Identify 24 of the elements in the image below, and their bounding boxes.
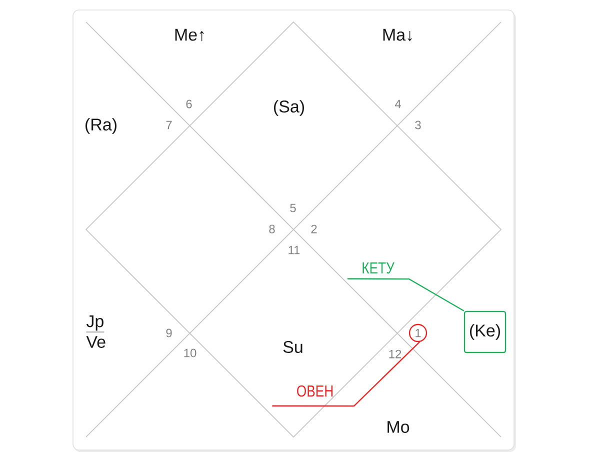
planet-label: (Sa) xyxy=(274,100,304,116)
house-number: 8 xyxy=(269,224,275,234)
house-number: 11 xyxy=(288,246,300,254)
planet-label: (Ra) xyxy=(86,118,116,134)
leader-line xyxy=(347,278,464,312)
house-number: 3 xyxy=(415,120,421,130)
house-number: 2 xyxy=(311,224,317,234)
house-number: 5 xyxy=(290,204,296,212)
house-number: 6 xyxy=(186,100,192,108)
planet-label: Su xyxy=(283,340,302,354)
house-number: 12 xyxy=(389,350,402,358)
label-box: (Ke) xyxy=(464,310,506,354)
planet-label: Ve xyxy=(86,336,106,348)
house-number: 7 xyxy=(166,120,172,130)
callout-label: ОВЕН xyxy=(297,385,333,397)
house-number: 9 xyxy=(166,328,172,338)
house-number: 4 xyxy=(394,100,401,108)
planet-label: Mo xyxy=(388,421,410,433)
callout-label: КЕТУ xyxy=(362,262,394,274)
house-number: 10 xyxy=(184,348,196,358)
planet-label: Ma↓ xyxy=(383,28,412,42)
planet-label: Jp xyxy=(86,315,104,332)
planet-label: Me↑ xyxy=(175,28,204,42)
leader-line xyxy=(272,342,420,407)
